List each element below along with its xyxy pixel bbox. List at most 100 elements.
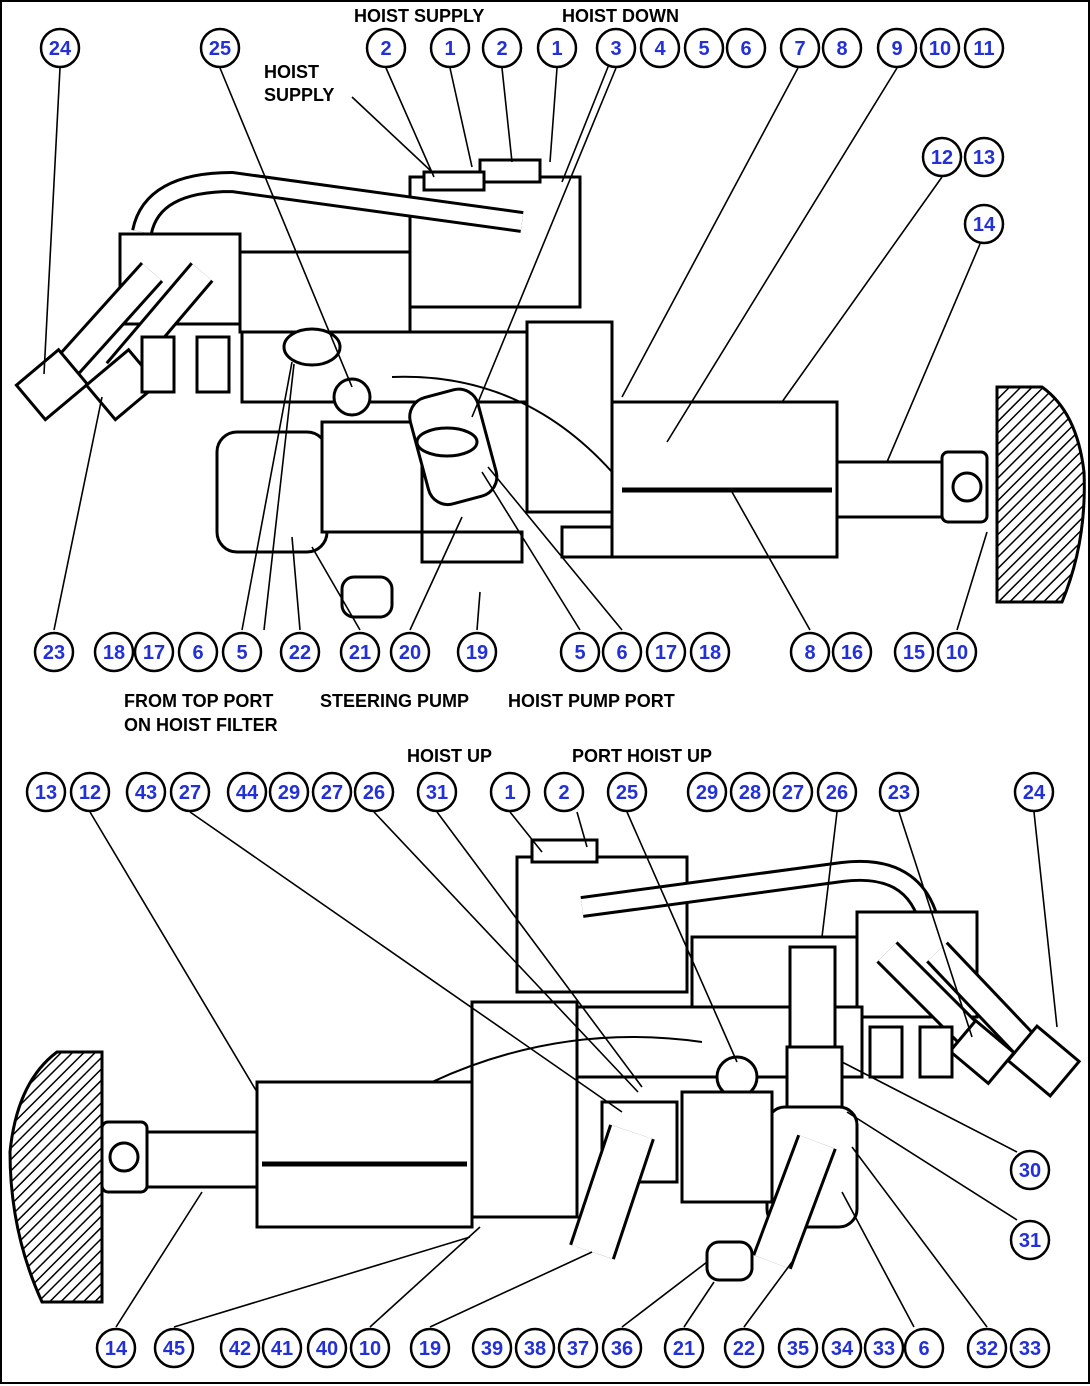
callout-circle: [878, 771, 920, 813]
callout-number: 26: [363, 782, 385, 804]
callout-number: 15: [903, 642, 925, 664]
callout-callouts-top-row-13: 10: [919, 27, 961, 69]
callout-circle: [777, 1327, 819, 1369]
callout-callouts-top-row-2: 2: [365, 27, 407, 69]
callout-callouts-bottom-bottom-14: 34: [821, 1327, 863, 1369]
callout-circle: [1009, 1219, 1051, 1261]
callout-callouts-bottom-bottom-8: 38: [514, 1327, 556, 1369]
callout-circle: [169, 771, 211, 813]
callout-callouts-top-row-7: 4: [639, 27, 681, 69]
callout-number: 25: [209, 38, 231, 60]
callout-callouts-top-bottom-16: 10: [936, 631, 978, 673]
callout-number: 1: [444, 38, 455, 60]
top-assembly-drawing: [14, 158, 1086, 619]
callout-callouts-bottom-right-0: 30: [1009, 1149, 1051, 1191]
label-hoist-pump-port: HOIST PUMP PORT: [508, 691, 675, 711]
text-labels: HOIST SUPPLY HOIST DOWN HOIST SUPPLY FRO…: [124, 6, 712, 766]
callout-circle: [221, 631, 263, 673]
callout-callouts-bottom-bottom-3: 41: [261, 1327, 303, 1369]
callout-circle: [595, 27, 637, 69]
callout-number: 13: [35, 782, 57, 804]
callout-circle: [963, 136, 1005, 178]
callout-circle: [353, 771, 395, 813]
callout-number: 24: [1023, 782, 1046, 804]
callout-callouts-bottom-row-4: 44: [226, 771, 268, 813]
callout-circle: [921, 136, 963, 178]
callout-number: 6: [616, 642, 627, 664]
callout-callouts-top-row-4: 2: [481, 27, 523, 69]
callout-callouts-bottom-row-7: 26: [353, 771, 395, 813]
callout-number: 36: [611, 1338, 633, 1360]
callout-callouts-top-bottom-3: 6: [177, 631, 219, 673]
callout-number: 40: [316, 1338, 338, 1360]
callout-callouts-top-bottom-6: 21: [339, 631, 381, 673]
callout-number: 21: [673, 1338, 695, 1360]
callout-circle: [365, 27, 407, 69]
callout-circle: [601, 631, 643, 673]
callout-number: 5: [698, 38, 709, 60]
callout-callouts-top-bottom-0: 23: [33, 631, 75, 673]
callout-number: 27: [321, 782, 343, 804]
callout-number: 34: [831, 1338, 854, 1360]
callout-circle: [349, 1327, 391, 1369]
callout-callouts-bottom-row-15: 26: [816, 771, 858, 813]
callout-number: 1: [551, 38, 562, 60]
label-from-top-port-line1: FROM TOP PORT: [124, 691, 273, 711]
callout-callouts-top-bottom-10: 6: [601, 631, 643, 673]
callout-number: 18: [699, 642, 721, 664]
callout-callouts-bottom-bottom-16: 6: [903, 1327, 945, 1369]
callout-circle: [226, 771, 268, 813]
callout-number: 45: [163, 1338, 185, 1360]
callout-circle: [543, 771, 585, 813]
callout-number: 19: [466, 642, 488, 664]
callout-circle: [95, 1327, 137, 1369]
callout-circle: [409, 1327, 451, 1369]
callout-callouts-bottom-bottom-6: 19: [409, 1327, 451, 1369]
callout-callouts-bottom-row-3: 27: [169, 771, 211, 813]
callout-circle: [261, 1327, 303, 1369]
callout-number: 17: [143, 642, 165, 664]
callout-callouts-bottom-row-5: 29: [268, 771, 310, 813]
label-steering-pump: STEERING PUMP: [320, 691, 469, 711]
callout-number: 6: [740, 38, 751, 60]
callout-callouts-bottom-row-17: 24: [1013, 771, 1055, 813]
callout-callouts-bottom-bottom-13: 35: [777, 1327, 819, 1369]
callout-callouts-top-row-14: 11: [963, 27, 1005, 69]
callout-number: 8: [836, 38, 847, 60]
callout-number: 37: [567, 1338, 589, 1360]
callout-number: 5: [236, 642, 247, 664]
callout-number: 27: [782, 782, 804, 804]
label-hoist-supply-top: HOIST SUPPLY: [354, 6, 484, 26]
callout-callouts-bottom-bottom-4: 40: [306, 1327, 348, 1369]
callout-circle: [557, 1327, 599, 1369]
callout-number: 10: [929, 38, 951, 60]
callout-number: 21: [349, 642, 371, 664]
callout-callouts-top-bottom-12: 18: [689, 631, 731, 673]
callout-callouts-bottom-row-2: 43: [125, 771, 167, 813]
callout-number: 5: [574, 642, 585, 664]
callout-circle: [39, 27, 81, 69]
callout-number: 44: [236, 782, 259, 804]
callout-number: 11: [973, 38, 994, 60]
callout-circle: [199, 27, 241, 69]
callout-callouts-bottom-row-16: 23: [878, 771, 920, 813]
callout-number: 35: [787, 1338, 809, 1360]
callout-number: 6: [192, 642, 203, 664]
callout-callouts-bottom-row-13: 28: [729, 771, 771, 813]
callout-circle: [471, 1327, 513, 1369]
callout-circle: [903, 1327, 945, 1369]
callout-number: 27: [179, 782, 201, 804]
callout-callouts-top-row-1: 25: [199, 27, 241, 69]
callout-number: 39: [481, 1338, 503, 1360]
callout-circle: [33, 631, 75, 673]
callout-circle: [686, 771, 728, 813]
callout-circle: [93, 631, 135, 673]
callout-circle: [689, 631, 731, 673]
callout-callouts-bottom-row-1: 12: [69, 771, 111, 813]
callout-circle: [725, 27, 767, 69]
callout-number: 10: [359, 1338, 381, 1360]
callout-number: 1: [504, 782, 515, 804]
callout-callouts-bottom-row-8: 31: [416, 771, 458, 813]
callout-circle: [639, 27, 681, 69]
callout-circle: [1009, 1327, 1051, 1369]
